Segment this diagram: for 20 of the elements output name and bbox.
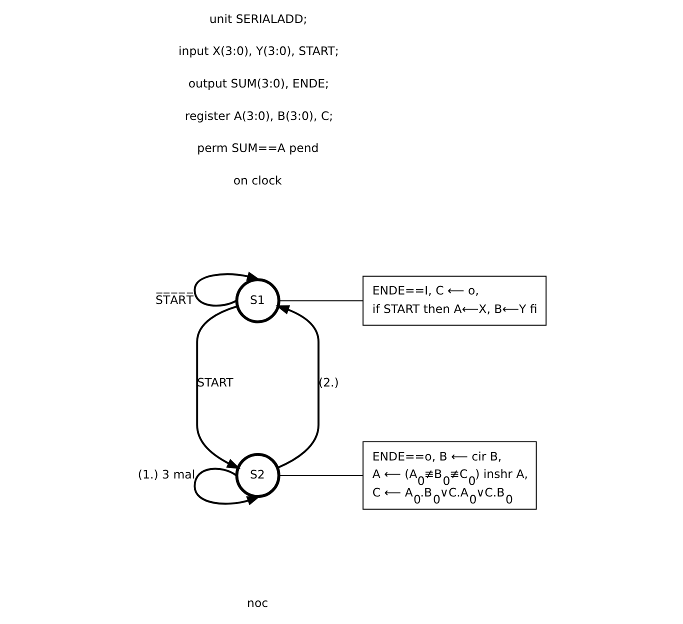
edge-label: (2.) <box>318 375 338 390</box>
label: noc <box>246 596 268 610</box>
label: input X(3:0), Y(3:0), START; <box>178 44 338 58</box>
label: output SUM(3:0), ENDE; <box>188 76 329 90</box>
node-circle: S2 <box>234 452 280 498</box>
connector <box>278 474 363 476</box>
label: perm SUM==A pend <box>196 141 318 156</box>
node-circle: S1 <box>234 278 280 324</box>
label: on clock <box>232 173 282 188</box>
edge-label: (1.) 3 mal <box>137 468 195 482</box>
node-box: ENDE==I, C ⟵ o, if START then A⟵X, B⟵Y fi <box>362 276 546 326</box>
edge-label: S̅T̅A̅R̅T̅ <box>155 292 194 307</box>
label: register A(3:0), B(3:0), C; <box>184 108 333 123</box>
arrow <box>193 468 260 506</box>
arrow <box>275 305 319 469</box>
label: unit SERIALADD; <box>208 12 307 26</box>
connector <box>278 300 363 302</box>
edge-label: START <box>196 375 233 390</box>
arrow <box>193 272 260 307</box>
arrow <box>196 305 240 469</box>
